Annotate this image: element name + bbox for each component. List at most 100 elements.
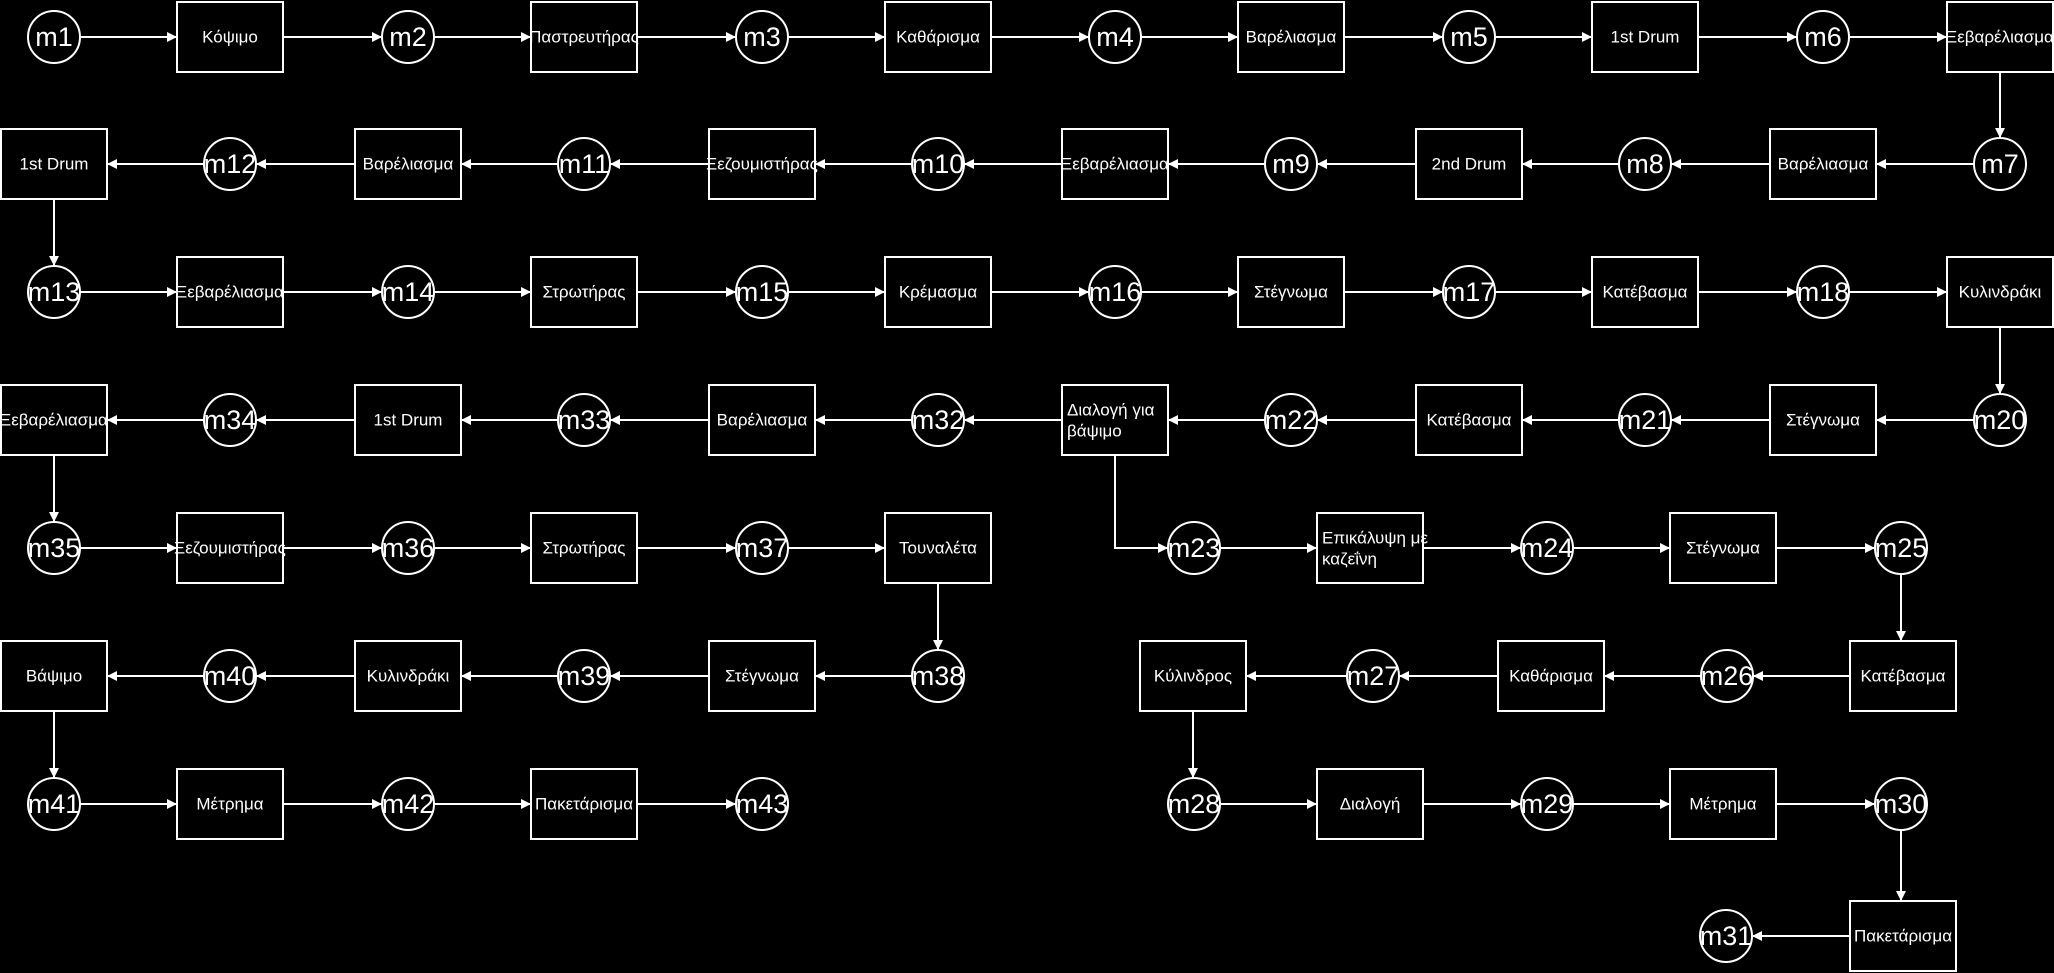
process-box [176, 256, 284, 328]
process-box [530, 1, 638, 73]
state-circle [1618, 393, 1672, 447]
process-node: Στέγνωμα [708, 640, 816, 712]
state-circle [1264, 137, 1318, 191]
state-label: m30 [1875, 789, 1928, 819]
state-label: m16 [1089, 277, 1142, 307]
process-label: Καθάρισμα [1509, 667, 1593, 686]
state-circle [735, 521, 789, 575]
process-label: Στρωτήρας [543, 283, 626, 302]
process-label-line: Επικάλυψη με [1322, 529, 1428, 548]
state-label: m3 [743, 22, 781, 52]
process-box [708, 640, 816, 712]
state-node: m30 [1874, 777, 1928, 831]
process-box [354, 384, 462, 456]
process-node: Μέτρημα [1669, 768, 1777, 840]
state-label: m32 [912, 405, 965, 435]
process-label: Κύλινδρος [1154, 667, 1232, 686]
state-circle [1520, 521, 1574, 575]
process-node: Βάψιμο [0, 640, 108, 712]
state-label: m43 [736, 789, 789, 819]
state-label: m7 [1981, 149, 2019, 179]
state-label: m11 [559, 149, 610, 179]
process-node: Στέγνωμα [1769, 384, 1877, 456]
process-node: Ξεβαρέλιασμα [1946, 1, 2054, 73]
process-label: 1st Drum [1611, 28, 1680, 47]
state-circle [381, 777, 435, 831]
process-box [1316, 512, 1424, 584]
state-node: m35 [27, 521, 81, 575]
state-label: m2 [389, 22, 427, 52]
state-node: m37 [735, 521, 789, 575]
state-node: m5 [1442, 10, 1496, 64]
process-label: Τουναλέτα [899, 539, 977, 558]
state-circle [911, 137, 965, 191]
state-circle [27, 777, 81, 831]
process-label: Κόψιμο [202, 28, 258, 47]
state-node: m42 [381, 777, 435, 831]
process-node: Παστρευτήρας [529, 1, 639, 73]
state-label: m8 [1626, 149, 1664, 179]
state-label: m12 [204, 149, 257, 179]
state-circle [1442, 10, 1496, 64]
state-node: m2 [381, 10, 435, 64]
state-circle [1088, 10, 1142, 64]
state-circle [381, 521, 435, 575]
process-label-line: βάψιμο [1067, 422, 1122, 441]
state-circle [557, 393, 611, 447]
state-label: m39 [558, 661, 611, 691]
process-node: Πακετάρισμα [530, 768, 638, 840]
state-label: m5 [1450, 22, 1488, 52]
state-label: m6 [1804, 22, 1842, 52]
process-box [1946, 1, 2054, 73]
process-box [176, 512, 284, 584]
state-circle [27, 265, 81, 319]
state-node: m1 [27, 10, 81, 64]
process-box [1061, 384, 1169, 456]
process-node: Μέτρημα [176, 768, 284, 840]
process-box [1061, 128, 1169, 200]
process-box [1849, 900, 1957, 972]
state-label: m42 [382, 789, 435, 819]
state-label: m4 [1096, 22, 1134, 52]
state-node: m16 [1088, 265, 1142, 319]
process-box [1237, 256, 1345, 328]
state-circle [203, 393, 257, 447]
state-label: m35 [28, 533, 81, 563]
state-node: m13 [27, 265, 81, 319]
state-label: m23 [1168, 533, 1221, 563]
state-label: m36 [382, 533, 435, 563]
state-label: m25 [1875, 533, 1928, 563]
process-box [354, 128, 462, 200]
process-node: Ξεζουμιστήρας [174, 512, 286, 584]
state-label: m31 [1700, 921, 1753, 951]
state-node: m27 [1346, 649, 1400, 703]
state-circle [735, 265, 789, 319]
state-circle [1088, 265, 1142, 319]
state-label: m1 [35, 22, 73, 52]
state-circle [911, 393, 965, 447]
state-node: m32 [911, 393, 965, 447]
process-box [0, 640, 108, 712]
process-label: Κυλινδράκι [1959, 283, 2042, 302]
state-label: m27 [1347, 661, 1400, 691]
state-node: m34 [203, 393, 257, 447]
process-box [354, 640, 462, 712]
process-node: 1st Drum [354, 384, 462, 456]
state-node: m18 [1796, 265, 1850, 319]
process-node: Στρωτήρας [530, 256, 638, 328]
process-label: Κυλινδράκι [367, 667, 450, 686]
state-label: m17 [1443, 277, 1496, 307]
process-box [176, 1, 284, 73]
process-label: Βαρέλιασμα [363, 155, 454, 174]
state-node: m23 [1167, 521, 1221, 575]
process-label: Στρωτήρας [543, 539, 626, 558]
state-circle [735, 10, 789, 64]
state-node: m43 [735, 777, 789, 831]
process-box [1669, 512, 1777, 584]
process-node: Κατέβασμα [1849, 640, 1957, 712]
state-node: m40 [203, 649, 257, 703]
process-node: Κυλινδράκι [354, 640, 462, 712]
process-node: 1st Drum [1591, 1, 1699, 73]
state-label: m40 [204, 661, 257, 691]
process-box [708, 384, 816, 456]
